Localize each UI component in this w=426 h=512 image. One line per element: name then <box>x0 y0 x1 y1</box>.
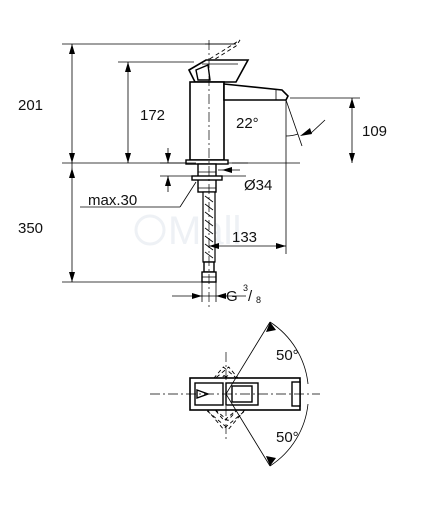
faucet-spout <box>223 83 289 101</box>
side-elevation-view: 201 172 22° 109 Ø34 max.30 350 133 G 3 /… <box>18 39 387 308</box>
dim-connection-thread: G 3 / 8 <box>226 283 261 305</box>
dim-max-deck-thickness: max.30 <box>88 192 137 209</box>
dim-spout-reach: 133 <box>232 229 257 246</box>
thread-label: G <box>226 288 238 305</box>
plan-view: 50° 50° <box>150 321 320 467</box>
thread-denominator: 8 <box>256 295 261 305</box>
thread-slash: / <box>248 288 253 305</box>
dim-spout-angle: 22° <box>236 115 259 132</box>
dim-hose-length: 350 <box>18 220 43 237</box>
dim-lever-angle-bottom: 50° <box>276 429 299 446</box>
dim-total-height: 201 <box>18 97 43 114</box>
dim-spout-height: 172 <box>140 107 165 124</box>
dim-mount-hole-diameter: Ø34 <box>244 177 272 194</box>
dim-lever-angle-top: 50° <box>276 347 299 364</box>
dim-outlet-height: 109 <box>362 123 387 140</box>
thread-numerator: 3 <box>243 283 248 293</box>
faucet-body <box>189 81 225 161</box>
